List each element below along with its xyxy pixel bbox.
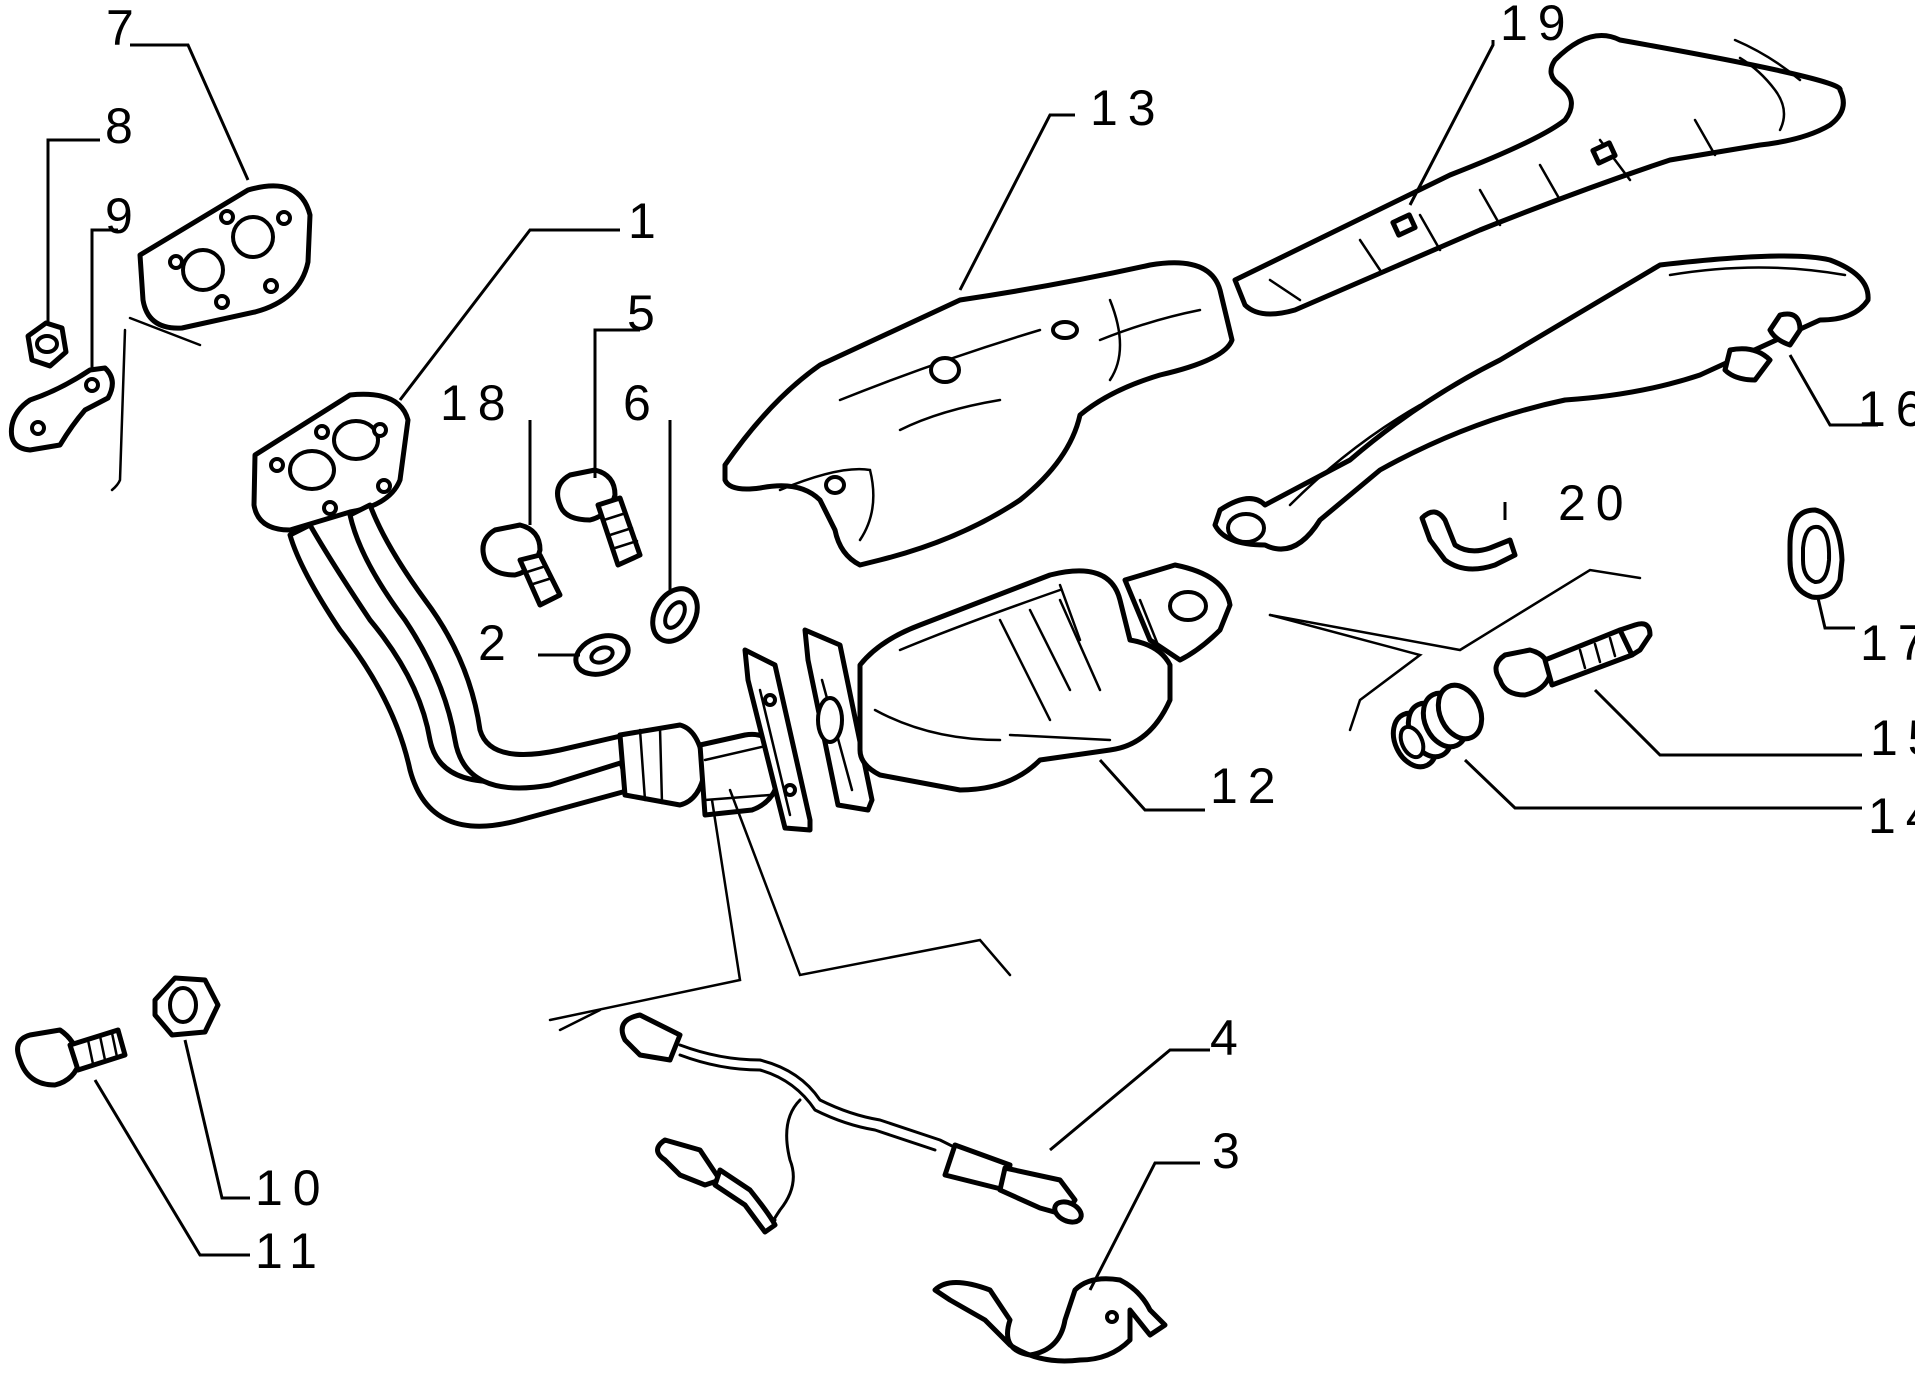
label-6: 6 [623, 375, 661, 431]
label-18: 18 [440, 375, 516, 431]
callout-labels: 1 2 3 4 5 6 7 8 9 10 11 12 13 14 15 16 1… [105, 0, 1915, 1279]
label-16: 16 [1858, 381, 1915, 437]
label-3: 3 [1212, 1123, 1250, 1179]
label-9: 9 [105, 188, 143, 244]
part-16-intermediate-pipe [1212, 253, 1871, 552]
part-19-rear-heat-shield [1232, 33, 1846, 317]
flange-rear [742, 647, 813, 833]
label-5: 5 [627, 285, 665, 341]
label-10: 10 [255, 1160, 331, 1216]
label-19: 19 [1500, 0, 1576, 51]
label-17: 17 [1860, 615, 1915, 671]
part-3-bracket [932, 1276, 1168, 1364]
part-2-washer [573, 633, 631, 677]
part-13-heat-shield [722, 260, 1235, 568]
label-1: 1 [628, 193, 666, 249]
label-7: 7 [106, 0, 144, 56]
part-11-bolt [15, 1027, 128, 1088]
flange-front [802, 627, 875, 813]
part-4-lambda-sensor [558, 1008, 1084, 1235]
label-13: 13 [1090, 80, 1166, 136]
part-6-washer [650, 586, 700, 644]
part-14-spring [1390, 682, 1485, 770]
part-8-nut [25, 320, 69, 369]
label-20: 20 [1558, 475, 1634, 531]
part-9-bracket [8, 316, 202, 492]
label-14: 14 [1868, 788, 1915, 844]
part-12-catalytic-converter [857, 562, 1233, 793]
part-10-nut [152, 975, 221, 1038]
label-2: 2 [478, 615, 516, 671]
part-7-gasket [137, 183, 313, 331]
part-15-long-bolt [1493, 621, 1653, 698]
label-4: 4 [1210, 1010, 1248, 1066]
leader-lines [46, 40, 1878, 1291]
part-20-clamp [1419, 509, 1518, 572]
label-11: 11 [255, 1223, 327, 1279]
part-5-bolt [555, 467, 643, 568]
part-1-downpipe [251, 391, 783, 829]
part-18-bolt [480, 522, 563, 608]
label-8: 8 [105, 98, 143, 154]
label-15: 15 [1870, 710, 1915, 766]
part-17-rubber-ring [1787, 507, 1845, 600]
label-12: 12 [1210, 758, 1286, 814]
